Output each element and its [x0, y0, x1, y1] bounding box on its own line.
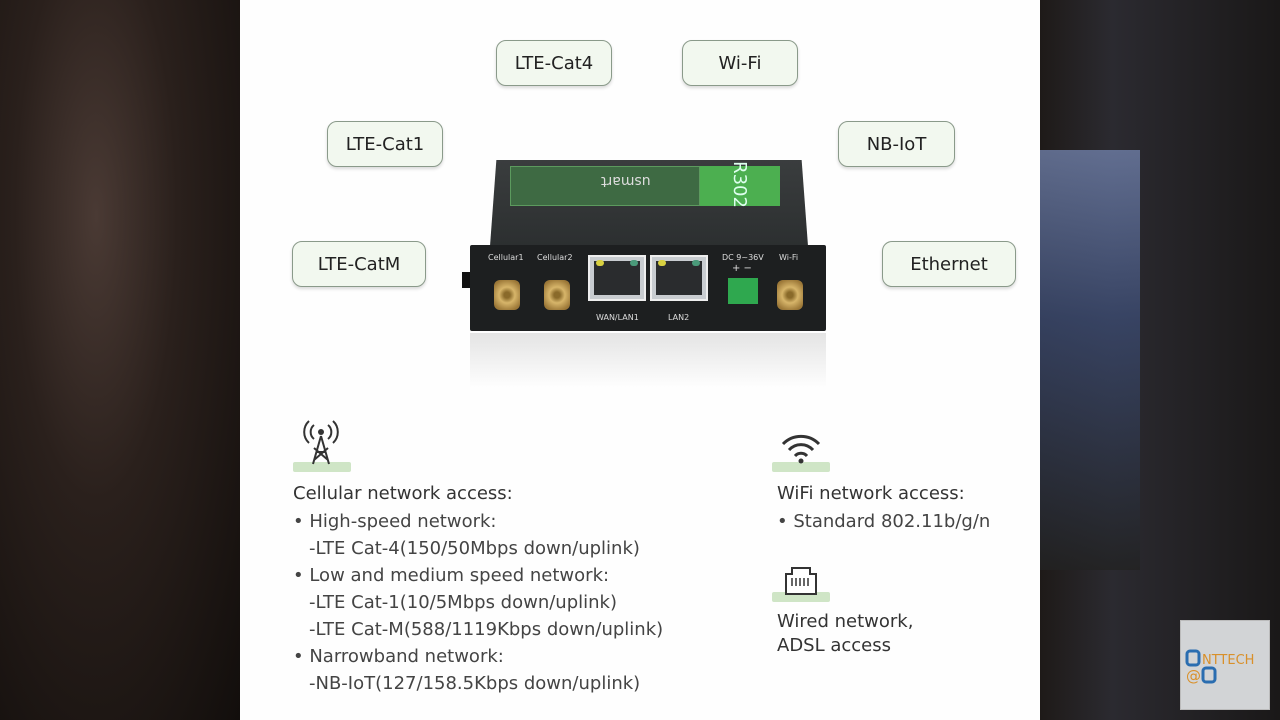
- cell-tower-icon: [293, 420, 351, 472]
- antenna-connector-cellular1: [494, 280, 520, 310]
- wifi-icon: [772, 434, 830, 472]
- led: [658, 260, 666, 266]
- ground-screw: [462, 272, 470, 288]
- cellular-line: • High-speed network:: [293, 511, 497, 532]
- cellular-line: -LTE Cat-1(10/5Mbps down/uplink): [309, 592, 617, 613]
- cellular-line: -NB-IoT(127/158.5Kbps down/uplink): [309, 673, 641, 694]
- router-label: usmart: [510, 166, 700, 206]
- dc-polarity: + −: [732, 263, 752, 274]
- led: [630, 260, 638, 266]
- ethernet-port-wan: [588, 255, 646, 301]
- router-reflection: [470, 333, 826, 388]
- brand-text: usmart: [601, 173, 651, 189]
- port-label-wan: WAN/LAN1: [596, 313, 639, 322]
- wired-heading: Wired network,: [777, 611, 914, 632]
- pill-ethernet: Ethernet: [882, 241, 1016, 287]
- cellular-line: -LTE Cat-M(588/1119Kbps down/uplink): [309, 619, 664, 640]
- port-label-wifi: Wi-Fi: [779, 253, 799, 262]
- cellular-heading: Cellular network access:: [293, 483, 513, 504]
- model-text: R302: [728, 161, 750, 208]
- pill-wifi: Wi-Fi: [682, 40, 798, 86]
- led: [692, 260, 700, 266]
- pill-lte-cat1: LTE-Cat1: [327, 121, 443, 167]
- cellular-line: • Low and medium speed network:: [293, 565, 610, 586]
- svg-text:@: @: [1186, 667, 1201, 685]
- nttech-watermark-logo: NTTECH @: [1180, 620, 1270, 710]
- cellular-line: -LTE Cat-4(150/50Mbps down/uplink): [309, 538, 640, 559]
- model-label: R302: [700, 161, 780, 208]
- wifi-line: • Standard 802.11b/g/n: [777, 511, 991, 532]
- cellular-line: • Narrowband network:: [293, 646, 504, 667]
- pill-nb-iot: NB-IoT: [838, 121, 955, 167]
- nttech-logo-icon: NTTECH @: [1185, 649, 1254, 685]
- pill-lte-cat4: LTE-Cat4: [496, 40, 612, 86]
- blurred-background-right: [1040, 0, 1280, 720]
- antenna-connector-cellular2: [544, 280, 570, 310]
- dc-power-terminal: [728, 278, 758, 304]
- port-label-cellular2: Cellular2: [537, 253, 573, 262]
- antenna-connector-wifi: [777, 280, 803, 310]
- ethernet-port-icon: [772, 567, 830, 602]
- product-infographic: [240, 0, 1040, 720]
- port-label-cellular1: Cellular1: [488, 253, 524, 262]
- wired-heading-2: ADSL access: [777, 635, 892, 656]
- port-label-lan2: LAN2: [668, 313, 690, 322]
- wifi-heading: WiFi network access:: [777, 483, 965, 504]
- svg-text:NTTECH: NTTECH: [1202, 653, 1254, 668]
- pill-lte-catm: LTE-CatM: [292, 241, 426, 287]
- router-front: [470, 245, 826, 331]
- blurred-background-left: [0, 0, 240, 720]
- led: [596, 260, 604, 266]
- port-label-dc: DC 9~36V: [722, 253, 764, 262]
